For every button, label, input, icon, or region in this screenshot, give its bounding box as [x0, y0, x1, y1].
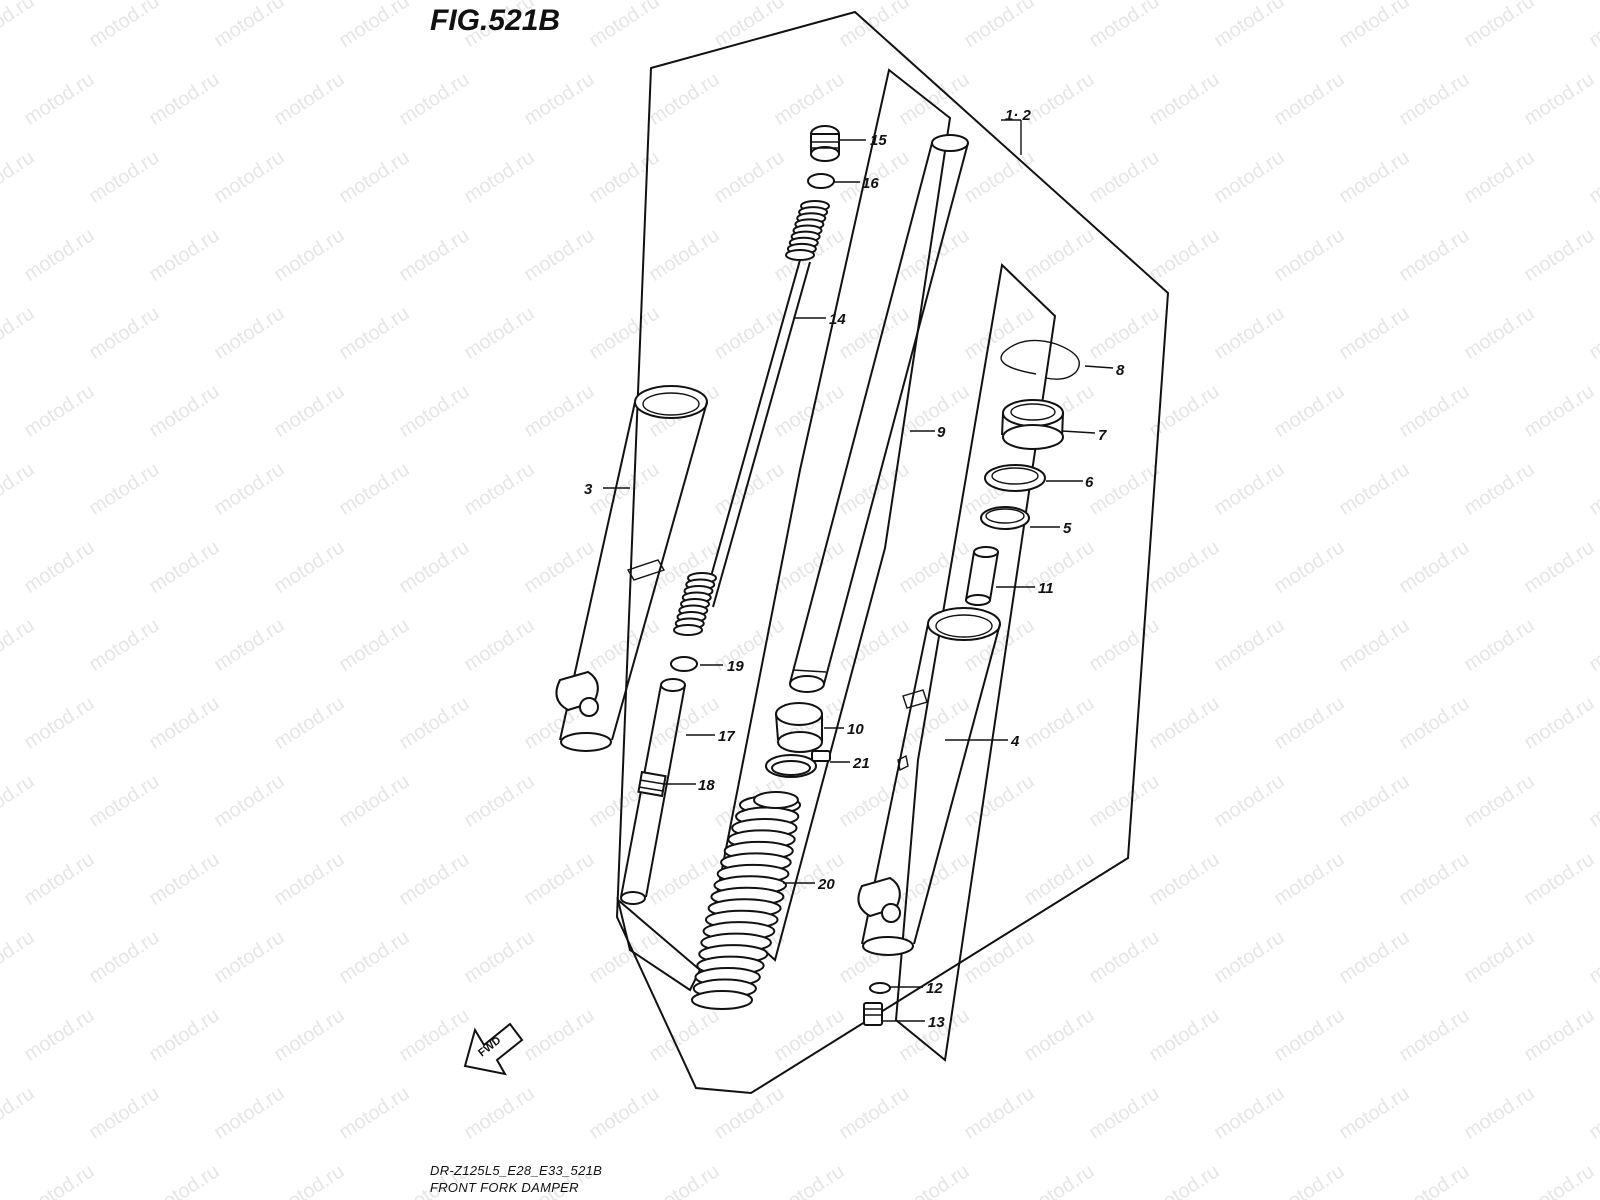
figure-caption: FRONT FORK DAMPER [430, 1180, 579, 1195]
part-11-spacer [965, 546, 999, 606]
part-4-outer-tube-right [857, 607, 1001, 956]
part-3-outer-tube-left [555, 385, 708, 752]
callout-13: 13 [928, 1014, 945, 1031]
part-20-dust-boot [691, 791, 801, 1010]
callout-19: 19 [727, 658, 744, 675]
callout-12: 12 [926, 980, 943, 997]
callout-21: 21 [852, 755, 870, 772]
part-16-o-ring [807, 173, 835, 189]
part-6-oil-seal [984, 464, 1046, 492]
callout-3: 3 [584, 481, 593, 498]
damper-frame [616, 897, 702, 992]
callout-5: 5 [1063, 520, 1072, 537]
callout-10: 10 [847, 721, 864, 738]
callout-16: 16 [862, 175, 879, 192]
spring-bottom [673, 572, 717, 636]
callout-1-2: 1· 2 [1005, 107, 1032, 124]
part-10-guide-bushing [775, 702, 823, 753]
part-15-cap-bolt [810, 125, 840, 162]
callout-4: 4 [1010, 733, 1020, 750]
assembly-frame [615, 10, 1170, 1095]
callout-20: 20 [817, 876, 835, 893]
part-14-damper-rod [702, 259, 811, 608]
callout-18: 18 [698, 777, 715, 794]
spring-top [785, 200, 830, 261]
part-21-band-clamp [765, 750, 831, 778]
callout-15: 15 [870, 132, 887, 149]
part-5-washer [980, 506, 1030, 530]
callout-7: 7 [1098, 427, 1107, 444]
callout-8: 8 [1116, 362, 1125, 379]
figure-title: FIG.521B [430, 4, 561, 37]
callout-9: 9 [937, 424, 946, 441]
model-code: DR-Z125L5_E28_E33_521B [430, 1163, 603, 1178]
callout-6: 6 [1085, 474, 1094, 491]
part-13-bolt [863, 1002, 883, 1026]
part-7-dust-seal [1001, 399, 1064, 450]
callout-14: 14 [829, 311, 846, 328]
outer-tube-frame [894, 262, 1057, 1062]
part-8-circlip [1000, 339, 1080, 380]
part-12-gasket [869, 982, 891, 994]
part-9-inner-tube [789, 134, 969, 693]
inner-tube-frame [713, 68, 952, 962]
part-18-piston-ring [637, 770, 667, 798]
callout-11: 11 [1038, 580, 1054, 597]
callout-17: 17 [718, 728, 735, 745]
fwd-arrow-icon [463, 1022, 524, 1076]
leader-lines [603, 119, 1114, 1022]
part-19-ring [670, 656, 698, 672]
